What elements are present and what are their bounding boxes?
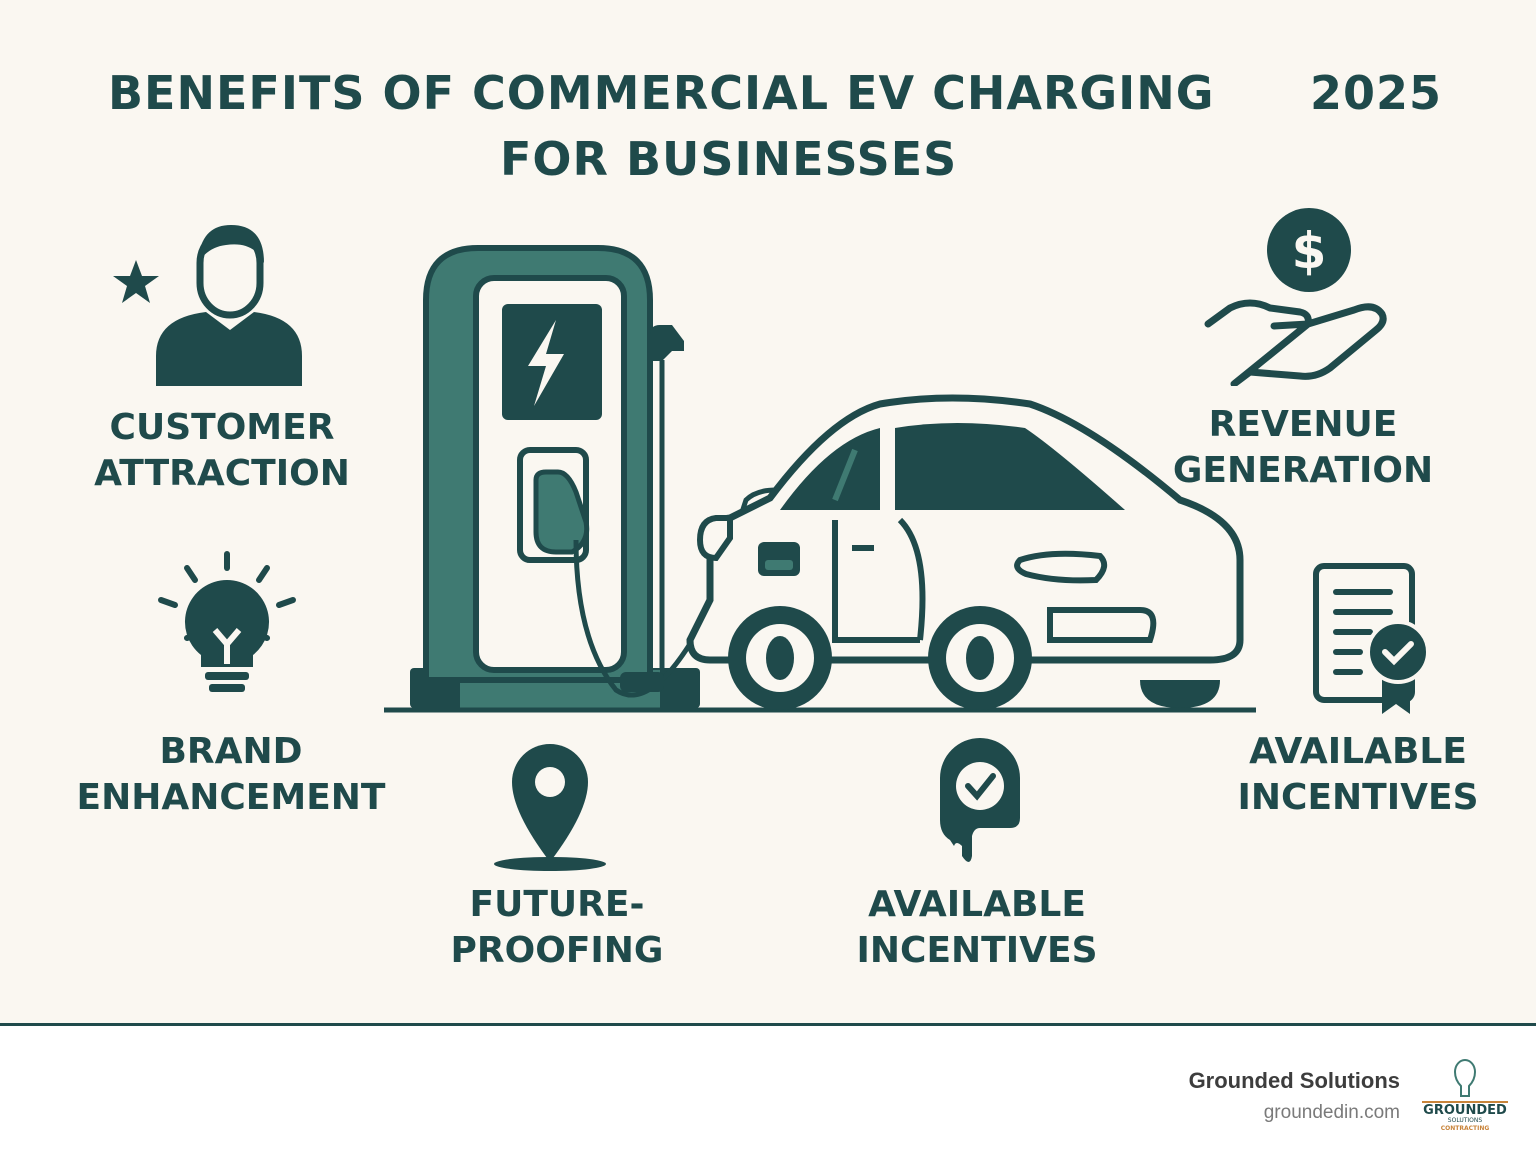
footer: Grounded Solutions groundedin.com GROUND… bbox=[0, 1023, 1536, 1157]
svg-text:$: $ bbox=[1292, 222, 1327, 280]
benefit-label-revenue-generation: REVENUE GENERATION bbox=[1173, 402, 1433, 494]
svg-text:GROUNDED: GROUNDED bbox=[1423, 1103, 1507, 1118]
label-line: CUSTOMER bbox=[109, 407, 335, 448]
company-logo: GROUNDED SOLUTIONS CONTRACTING bbox=[1422, 1058, 1508, 1132]
badge-check-icon bbox=[940, 738, 1020, 862]
benefit-label-customer-attraction: CUSTOMER ATTRACTION bbox=[94, 405, 350, 497]
page-title-line1: BENEFITS OF COMMERCIAL EV CHARGING bbox=[108, 66, 1215, 120]
label-line: AVAILABLE bbox=[1249, 731, 1467, 772]
lightbulb-icon bbox=[158, 551, 296, 692]
label-line: PROOFING bbox=[450, 930, 664, 971]
location-pin-icon bbox=[494, 744, 606, 871]
svg-text:CONTRACTING: CONTRACTING bbox=[1441, 1125, 1490, 1132]
page-title-line2: FOR BUSINESSES bbox=[500, 132, 958, 186]
hand-dollar-icon: $ bbox=[1204, 208, 1387, 386]
company-name: Grounded Solutions bbox=[1188, 1068, 1400, 1093]
label-line: ATTRACTION bbox=[94, 453, 350, 494]
label-line: FUTURE- bbox=[469, 884, 645, 925]
label-line: INCENTIVES bbox=[1237, 777, 1479, 818]
ev-charging-illustration bbox=[384, 245, 1256, 713]
label-line: AVAILABLE bbox=[868, 884, 1086, 925]
person-star-icon bbox=[113, 225, 302, 386]
company-website-link[interactable]: groundedin.com bbox=[1263, 1102, 1400, 1123]
certificate-icon bbox=[1313, 563, 1430, 714]
benefit-label-brand-enhancement: BRAND ENHANCEMENT bbox=[77, 729, 386, 821]
year-label: 2025 bbox=[1310, 66, 1443, 120]
electric-car-icon bbox=[686, 394, 1244, 710]
charging-station-icon bbox=[410, 245, 777, 708]
benefit-label-future-proofing: FUTURE- PROOFING bbox=[451, 882, 664, 974]
svg-text:SOLUTIONS: SOLUTIONS bbox=[1448, 1117, 1483, 1124]
label-line: ENHANCEMENT bbox=[76, 777, 386, 818]
label-line: BRAND bbox=[159, 731, 303, 772]
benefit-label-available-incentives-right: AVAILABLE INCENTIVES bbox=[1238, 729, 1479, 821]
label-line: REVENUE bbox=[1208, 404, 1398, 445]
benefit-label-available-incentives-bottom: AVAILABLE INCENTIVES bbox=[857, 882, 1098, 974]
label-line: INCENTIVES bbox=[856, 930, 1098, 971]
label-line: GENERATION bbox=[1172, 450, 1434, 491]
